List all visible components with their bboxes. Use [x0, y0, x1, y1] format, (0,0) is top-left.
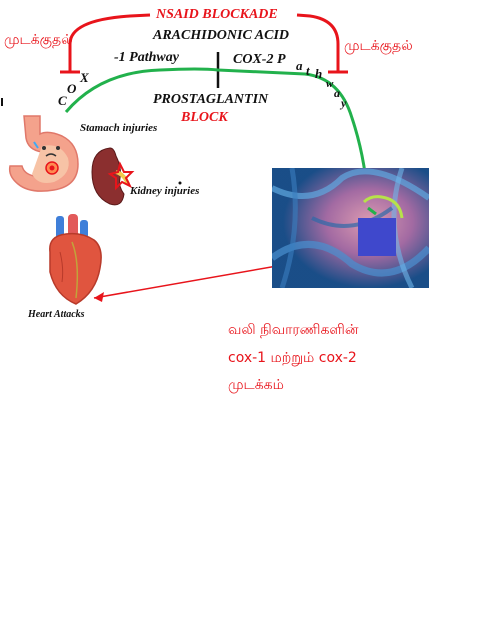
pathway-curve	[64, 67, 370, 206]
heart-arrow-shaft	[93, 261, 301, 299]
cox2-letter-a2: a	[334, 86, 340, 100]
tick-mark	[1, 98, 3, 106]
cox2-pathway-label: COX-2 P	[233, 52, 286, 67]
kidney-icon	[91, 147, 135, 206]
blockade-bracket-line-right	[296, 13, 340, 72]
cox1-letter-c: C	[58, 93, 67, 108]
cox1-letter-x: X	[80, 70, 89, 85]
cox2-letter-w: w	[326, 78, 334, 90]
block-label: BLOCK	[181, 110, 228, 125]
cox2-letter-y: y	[341, 96, 347, 110]
stomach-injuries-label: Stamach injuries	[80, 122, 158, 134]
heart-icon	[49, 214, 102, 305]
left-blocking-label: முடக்குதல்	[4, 32, 73, 48]
caption-line-2: cox-1 மற்றும் cox-2	[228, 350, 357, 366]
dot-mark	[178, 181, 182, 185]
prostaglantin-label: PROSTAGLANTIN	[153, 92, 269, 107]
right-blocking-label: முடக்குதல்	[344, 38, 413, 54]
stomach-icon	[8, 115, 79, 192]
heart-arrow-head	[94, 292, 104, 302]
diagram-title: NSAID BLOCKADE	[156, 7, 278, 22]
kidney-injuries-label: Kidney injuries	[130, 185, 200, 197]
blockade-bracket-line	[68, 13, 151, 72]
cox2-letter-a: a	[296, 58, 303, 73]
heart-attacks-label: Heart Attacks	[28, 309, 85, 320]
cox1-letter-o: O	[67, 81, 77, 96]
caption-line-3: முடக்கம்	[228, 377, 284, 393]
cox1-pathway-label: -1 Pathway	[114, 50, 179, 65]
cox2-letter-t: t	[306, 63, 310, 78]
caption-line-1: வலி நிவாரணிகளின்	[228, 322, 359, 338]
arachidonic-acid-label: ARACHIDONIC ACID	[153, 28, 290, 43]
cox2-letter-h: h	[315, 66, 323, 81]
cell-image	[272, 168, 429, 288]
